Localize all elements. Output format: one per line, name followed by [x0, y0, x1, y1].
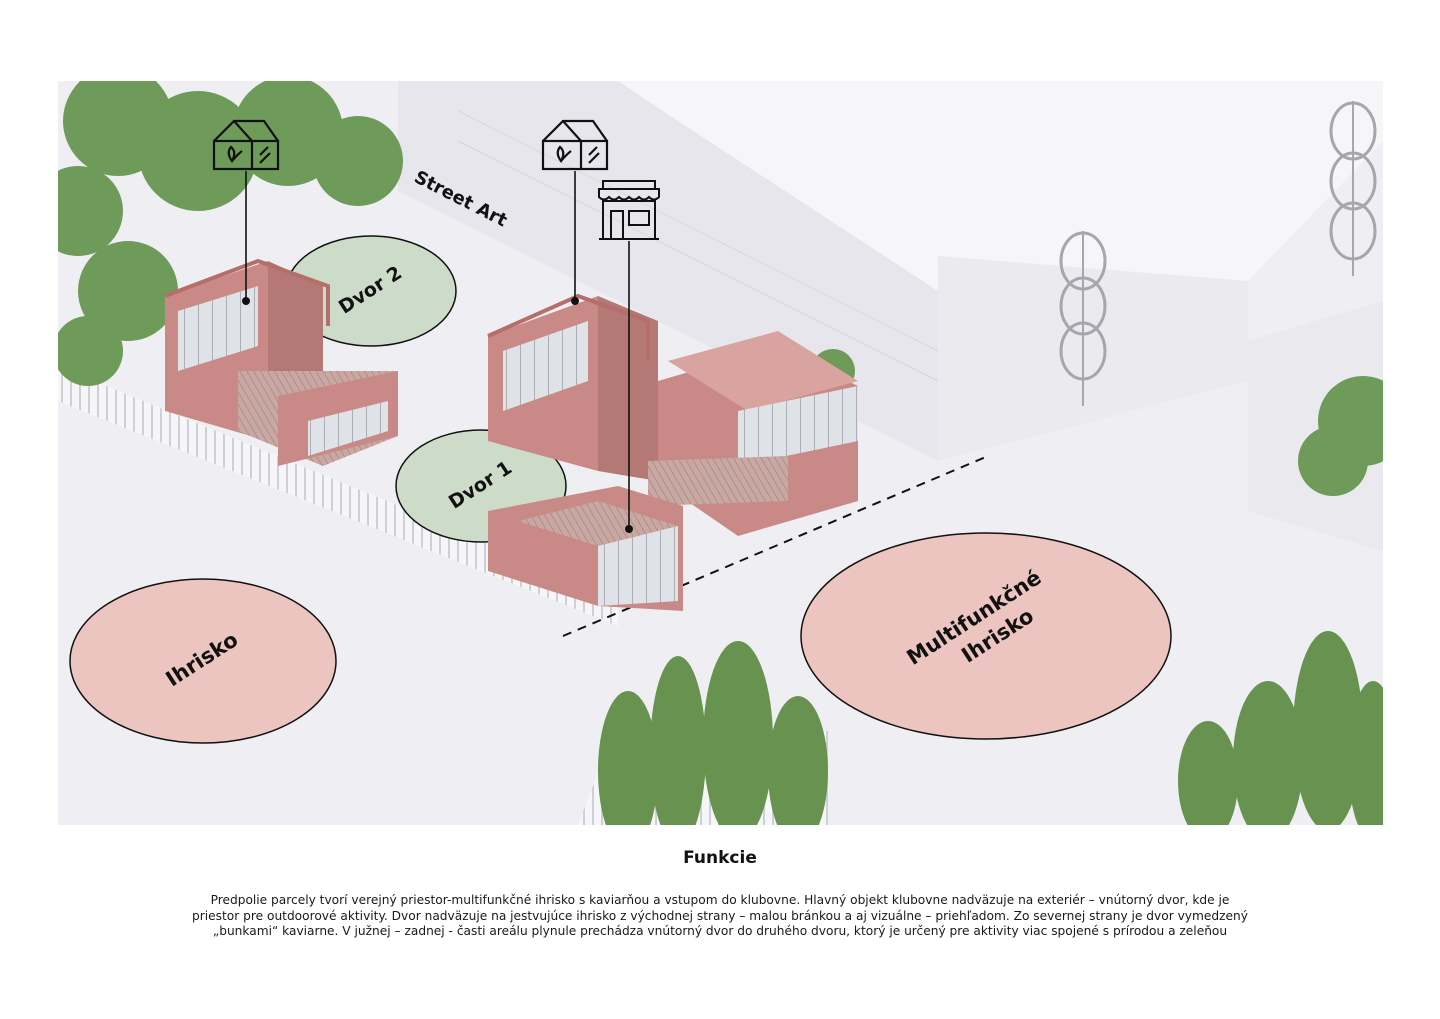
greenhouse-icon: [212, 119, 280, 171]
caption-text: Predpolie parcely tvorí verejný priestor…: [192, 893, 1248, 938]
boundary-line: [562, 455, 989, 637]
zone-multifunkcne-ihrisko: [800, 532, 1172, 740]
container-cluster-center: [487, 293, 858, 611]
pointer-lines: [245, 171, 630, 529]
trees-right: [1298, 376, 1383, 496]
greenhouse-icon: [541, 119, 609, 171]
site-diagram: Street Art Dvor 2 Dvor 1 Ihrisko Multifu…: [58, 81, 1383, 825]
axonometric-drawing: Street Art Dvor 2 Dvor 1 Ihrisko Multifu…: [58, 81, 1383, 825]
trees-bottom: [598, 631, 1383, 825]
spiral-stair: [1329, 101, 1377, 276]
caption-title: Funkcie: [683, 848, 757, 868]
pointer-dots: [242, 297, 633, 533]
spiral-stair: [1059, 231, 1107, 406]
fence: [58, 366, 618, 626]
cafe-shop-icon: [598, 180, 660, 240]
trees-top-left: [58, 81, 403, 386]
zone-ihrisko: [69, 578, 337, 744]
container-cluster-left: [164, 258, 398, 466]
